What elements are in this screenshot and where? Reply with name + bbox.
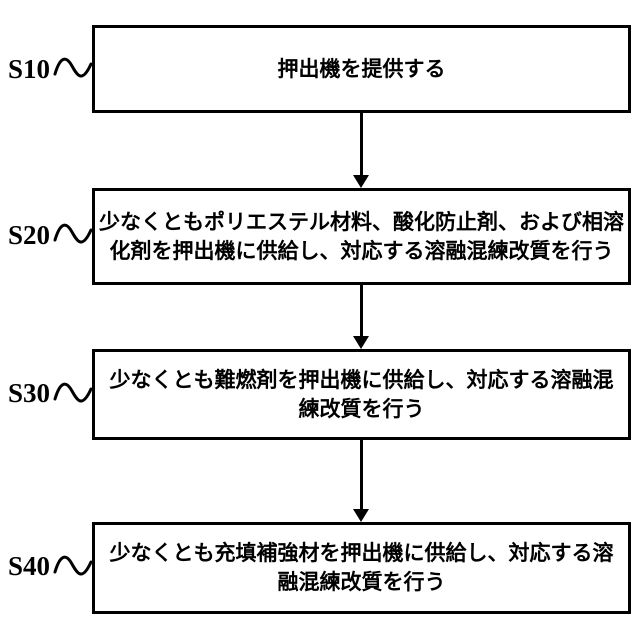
arrow-shaft bbox=[359, 285, 363, 336]
wave-connector-icon bbox=[53, 223, 93, 244]
wave-connector-icon bbox=[53, 555, 93, 576]
step-label-s10: S10 bbox=[8, 54, 51, 84]
flow-arrow-down bbox=[353, 285, 369, 349]
box-text-line: 押出機を提供する bbox=[277, 56, 446, 81]
step-label-s40: S40 bbox=[8, 551, 51, 581]
step-label-s30: S30 bbox=[8, 378, 51, 408]
box-text-line: 少なくとも充填補強材を押出機に供給し、対応する溶 bbox=[109, 541, 614, 565]
arrow-head bbox=[353, 175, 369, 188]
process-box-s10: 押出機を提供する bbox=[92, 25, 631, 113]
arrow-head bbox=[353, 336, 369, 349]
wave-connector-icon bbox=[53, 57, 93, 78]
box-text-line: 融混練改質を行う bbox=[277, 570, 446, 594]
wave-connector-icon bbox=[53, 382, 93, 403]
box-text-line: 化剤を押出機に供給し、対応する溶融混練改質を行う bbox=[109, 238, 614, 263]
box-text-line: 少なくとも難燃剤を押出機に供給し、対応する溶融混 bbox=[109, 367, 614, 392]
process-box-s20: 少なくともポリエステル材料、酸化防止剤、および相溶 化剤を押出機に供給し、対応す… bbox=[92, 188, 631, 285]
process-box-s30: 少なくとも難燃剤を押出機に供給し、対応する溶融混 練改質を行う bbox=[92, 349, 631, 440]
box-text-line: 少なくともポリエステル材料、酸化防止剤、および相溶 bbox=[99, 209, 624, 234]
process-box-s40: 少なくとも充填補強材を押出機に供給し、対応する溶 融混練改質を行う bbox=[92, 522, 631, 614]
step-label-s20: S20 bbox=[8, 220, 51, 250]
flow-arrow-down bbox=[353, 440, 369, 522]
arrow-shaft bbox=[359, 440, 363, 509]
arrow-shaft bbox=[359, 113, 363, 175]
arrow-head bbox=[353, 509, 369, 522]
flow-arrow-down bbox=[353, 113, 369, 188]
box-text-line: 練改質を行う bbox=[298, 396, 425, 421]
